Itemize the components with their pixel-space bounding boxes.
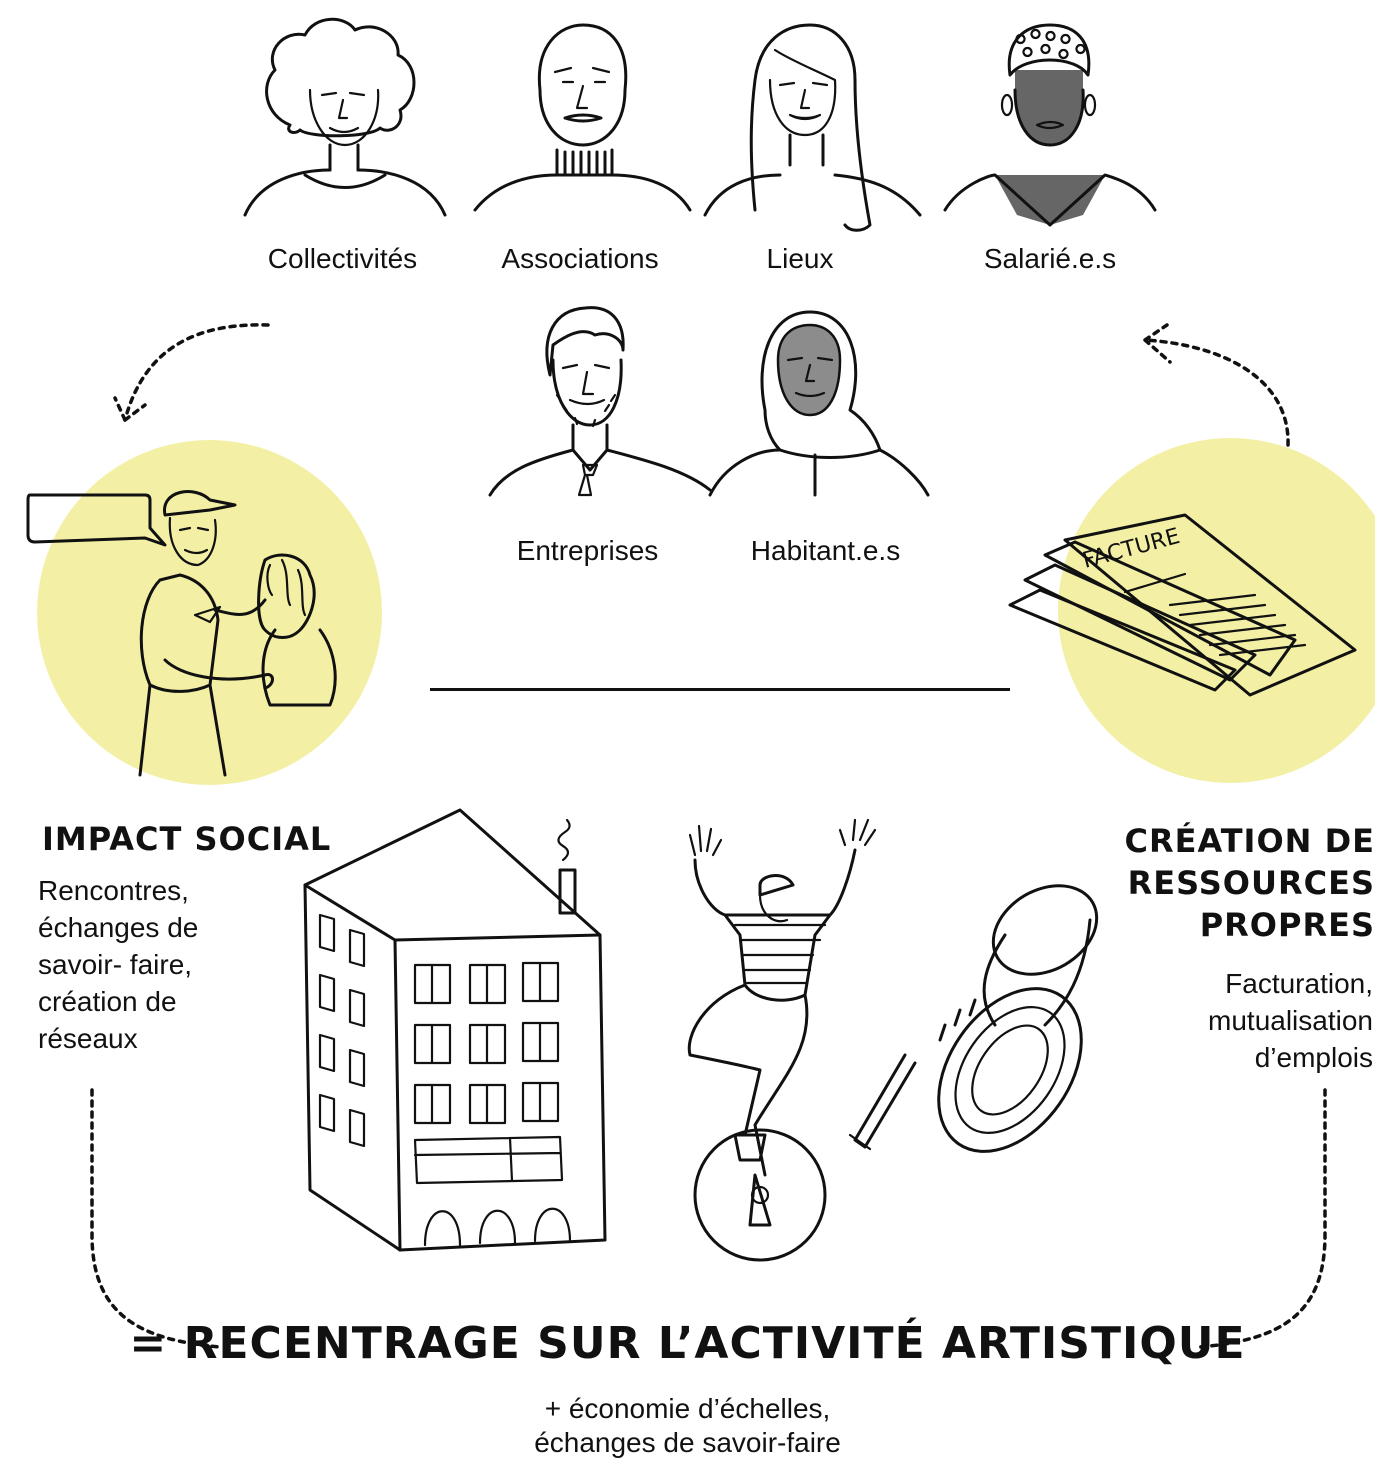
conclusion-subtitle: + économie d’échelles, échanges de savoi… xyxy=(0,1392,1375,1460)
impact-line: Rencontres, xyxy=(38,875,189,906)
arrow-impact-to-conclusion xyxy=(90,1088,222,1349)
label-salaries: Salarié.e.s xyxy=(983,243,1117,274)
entreprises-portrait xyxy=(488,306,712,497)
ressources-line: mutualisation xyxy=(1208,1005,1373,1036)
ressources-title: CRÉATION DE RESSOURCES PROPRES xyxy=(1124,820,1375,946)
label-habitants: Habitant.e.s xyxy=(750,535,901,566)
conclusion-title: = RECENTRAGE SUR L’ACTIVITÉ ARTISTIQUE xyxy=(129,1318,1246,1369)
habitants-portrait xyxy=(708,310,930,497)
conclusion-sub-line: échanges de savoir-faire xyxy=(534,1427,841,1458)
arrow-conclusion-to-ressources xyxy=(1198,1088,1327,1349)
ressources-line: d’emplois xyxy=(1254,1042,1373,1073)
ressources-title-line: CRÉATION DE xyxy=(1124,822,1375,860)
impact-line: réseaux xyxy=(38,1023,138,1054)
collectivites-portrait xyxy=(243,17,447,217)
building-illustration xyxy=(303,808,607,1252)
conclusion-sub-line: + économie d’échelles, xyxy=(544,1393,831,1424)
ressources-description: Facturation, mutualisation d’emplois xyxy=(1208,965,1373,1076)
ressources-title-line: PROPRES xyxy=(1199,906,1375,944)
lieux-portrait xyxy=(703,23,922,232)
impact-social-description: Rencontres, échanges de savoir- faire, c… xyxy=(38,872,198,1057)
label-entreprises: Entreprises xyxy=(516,535,659,566)
horn-illustration xyxy=(848,884,1099,1153)
impact-line: création de xyxy=(38,986,177,1017)
impact-line: savoir- faire, xyxy=(38,949,193,980)
impact-social-title: IMPACT SOCIAL xyxy=(42,820,332,858)
salaries-portrait xyxy=(943,23,1157,227)
divider-line xyxy=(430,688,1010,691)
ressources-title-line: RESSOURCES xyxy=(1127,864,1375,902)
acrobat-illustration xyxy=(687,818,877,1262)
invoice-illustration: FACTURE xyxy=(1008,513,1357,697)
ressources-line: Facturation, xyxy=(1225,968,1373,999)
arrow-from-ressources xyxy=(1143,323,1290,447)
label-associations: Associations xyxy=(501,243,659,274)
impact-line: échanges de xyxy=(38,912,199,943)
arrow-to-impact xyxy=(113,323,270,422)
label-lieux: Lieux xyxy=(766,243,834,274)
social-impact-illustration xyxy=(26,490,337,777)
associations-portrait xyxy=(473,23,692,212)
label-collectivites: Collectivités xyxy=(267,243,418,274)
